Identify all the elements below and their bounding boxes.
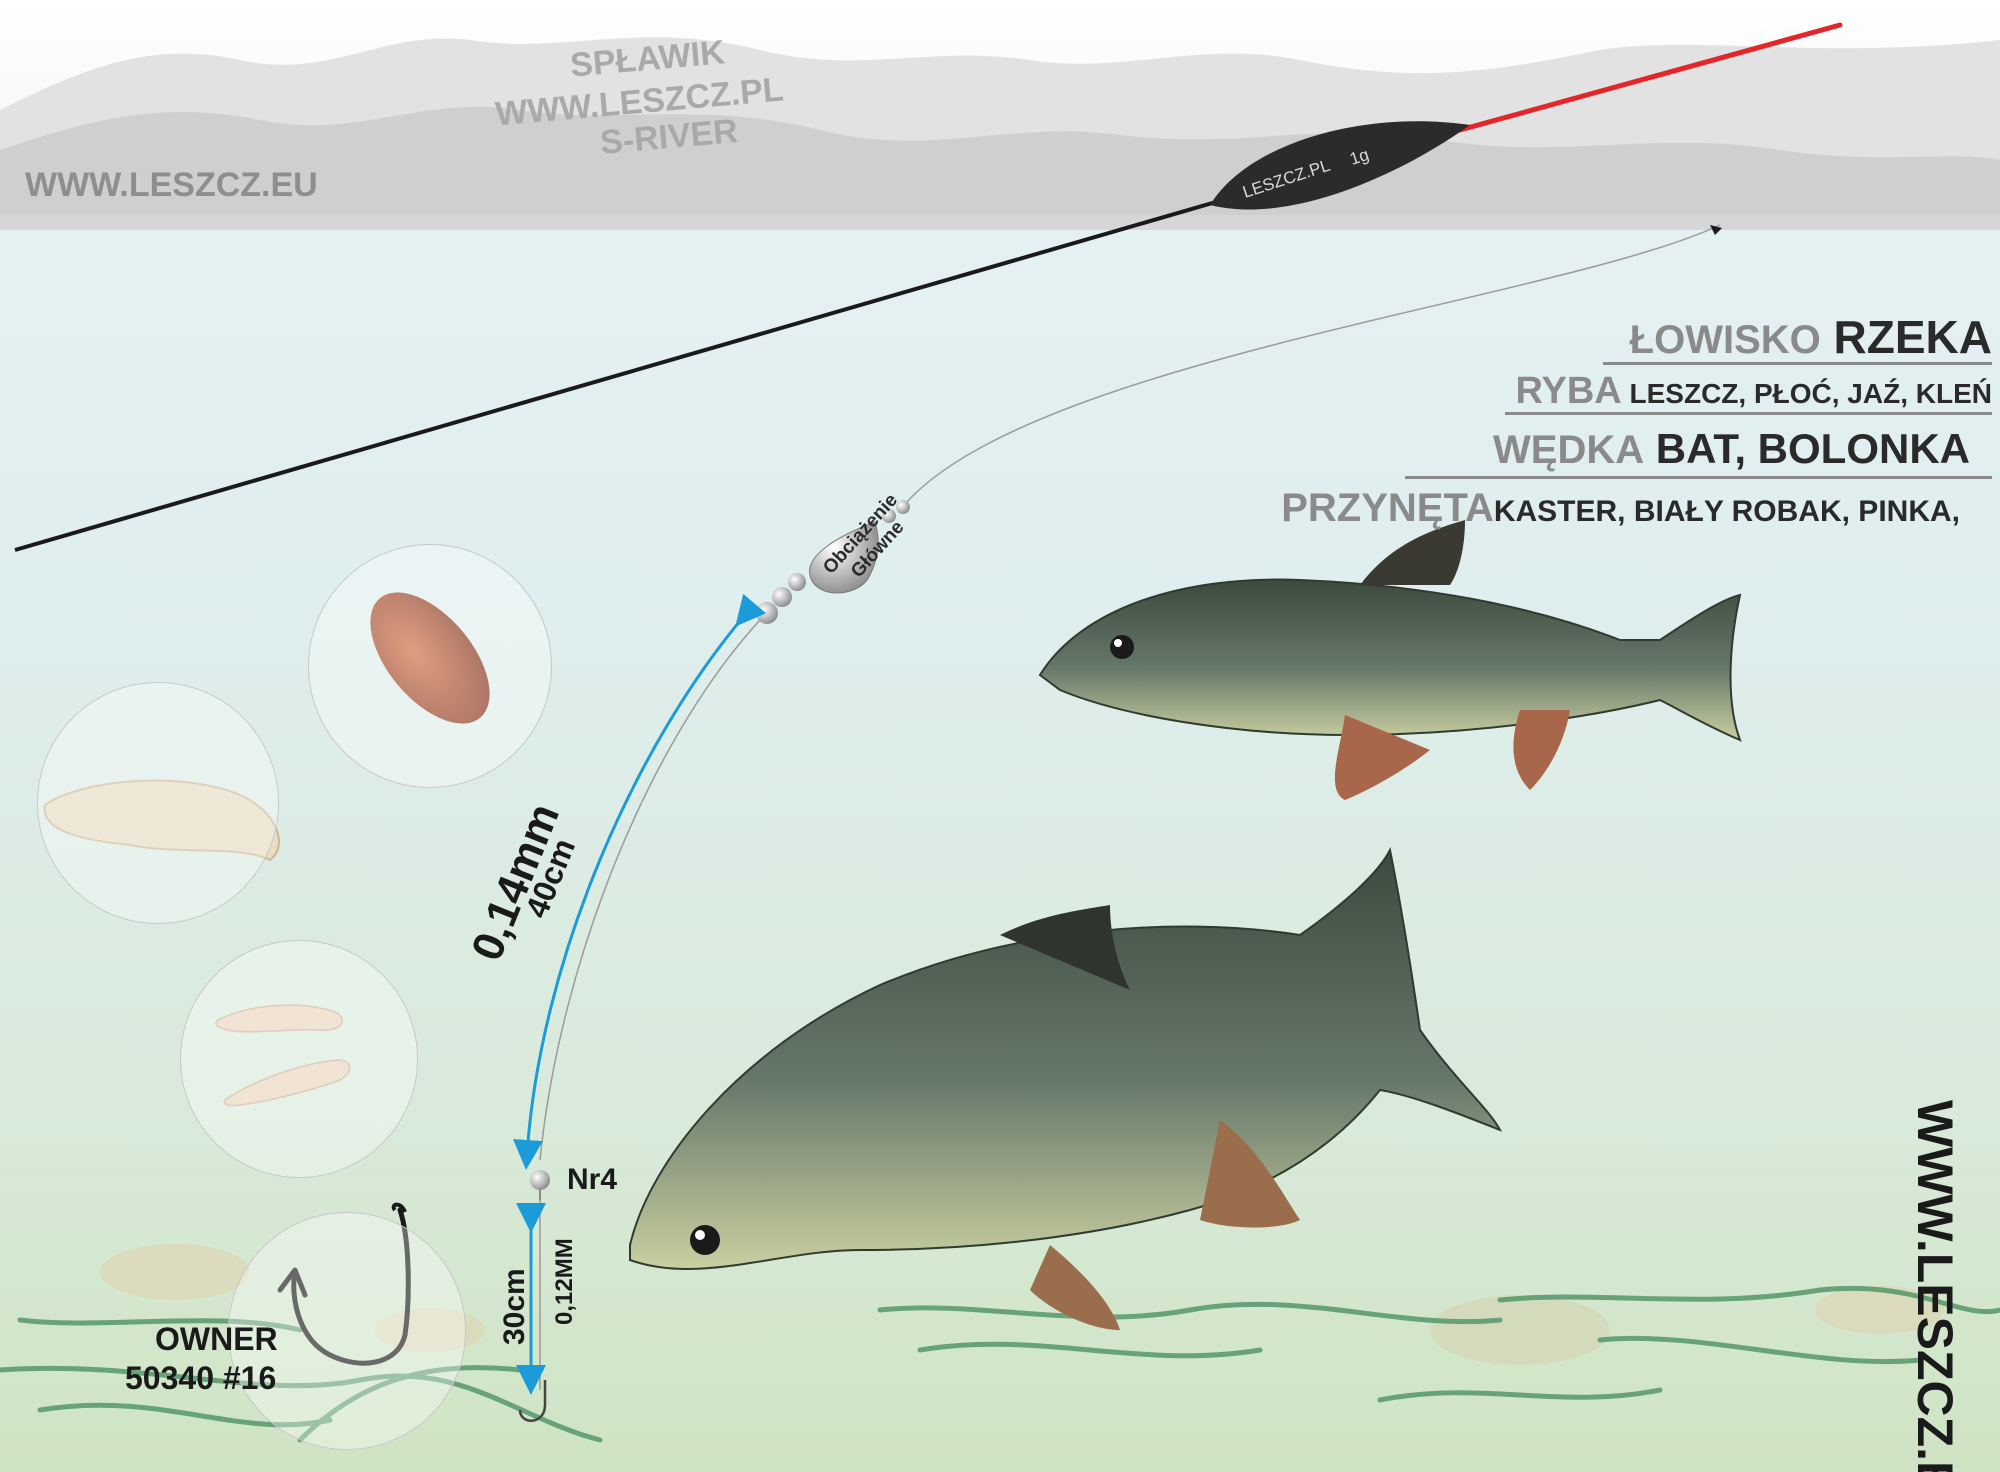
bait-value: KASTER, BIAŁY ROBAK, PINKA, xyxy=(1493,495,1960,528)
fishery-label: ŁOWISKO xyxy=(1629,318,1821,362)
fish-label: RYBA xyxy=(1515,370,1622,412)
horizon-line xyxy=(0,215,2000,230)
rod-row: WĘDKA BAT, BOLONKA xyxy=(1493,428,1970,476)
rod-underline xyxy=(1405,476,1992,479)
bait-circle-maggot xyxy=(37,682,279,924)
float-weight: 1g xyxy=(1347,145,1371,169)
fish-underline xyxy=(1505,412,1992,415)
rod-icon xyxy=(14,193,1241,552)
hook-model: 50340 #16 xyxy=(125,1360,277,1396)
rig-hook-icon xyxy=(518,1380,547,1422)
fishery-value: RZEKA xyxy=(1833,311,1992,363)
fishery-row: ŁOWISKO RZEKA xyxy=(1630,314,1992,366)
fish-row: RYBA LESZCZ, PŁOĆ, JAŹ, KLEŃ xyxy=(1515,372,1992,416)
bait-circle-caster xyxy=(308,544,552,788)
site-url-left: WWW.LESZCZ.EU xyxy=(25,166,318,204)
float-icon xyxy=(1210,22,1843,210)
hook-brand: OWNER xyxy=(155,1321,278,1357)
leader-line xyxy=(539,619,761,1161)
rod-label: WĘDKA xyxy=(1493,428,1645,472)
dropper-shot-label: Nr4 xyxy=(567,1163,618,1196)
hooklength-diameter: 0,12MM xyxy=(551,1238,578,1325)
bait-label: PRZYNĘTA xyxy=(1281,486,1494,530)
bait-circle-pinkie xyxy=(180,940,418,1178)
dropper-shot-icon xyxy=(530,1170,550,1190)
stone xyxy=(100,1244,250,1300)
site-url-vertical: WWW.LESZCZ.EU xyxy=(1907,1100,1963,1472)
stone xyxy=(1430,1295,1610,1365)
stone xyxy=(1815,1286,1945,1334)
fishery-underline xyxy=(1603,362,1992,365)
bait-row: PRZYNĘTAKASTER, BIAŁY ROBAK, PINKA, xyxy=(1281,488,1960,534)
mountain-ridge-front xyxy=(0,106,2000,228)
hooklength-length: 30cm xyxy=(498,1268,531,1345)
mainline-length-arrow xyxy=(513,593,767,1170)
main-line xyxy=(899,224,1721,511)
hook-circle xyxy=(228,1212,466,1450)
rod-value: BAT, BOLONKA xyxy=(1655,425,1970,472)
fish-icon xyxy=(1038,520,1742,800)
fish-value: LESZCZ, PŁOĆ, JAŹ, KLEŃ xyxy=(1629,378,1992,409)
fish-icon xyxy=(629,846,1503,1330)
